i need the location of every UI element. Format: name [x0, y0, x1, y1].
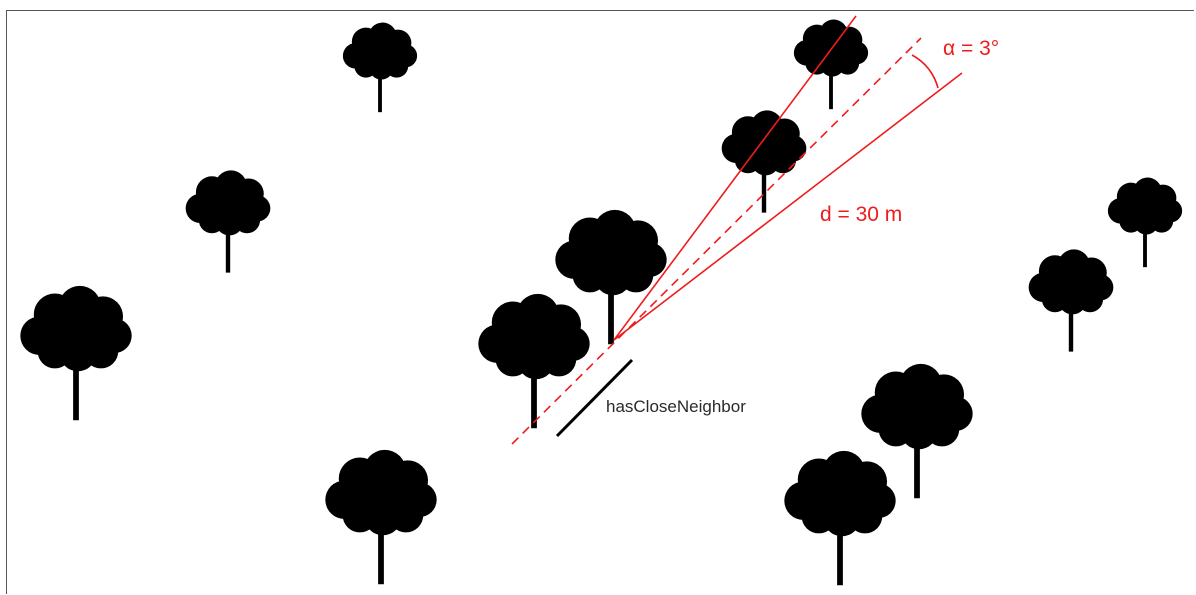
ray-center-dashed: [511, 37, 922, 445]
tree-icon: [185, 170, 271, 273]
tree-icon: [1107, 177, 1183, 268]
angle-arc: [911, 54, 939, 89]
tree-icon: [1028, 249, 1114, 352]
tree-icon: [721, 110, 807, 213]
relation-line: [555, 358, 634, 438]
distance-label: d = 30 m: [820, 203, 902, 226]
tree-icon: [325, 449, 437, 585]
tree-icon: [478, 293, 590, 429]
tree-icon: [20, 285, 132, 421]
ray-upper: [613, 15, 857, 341]
tree-icon: [784, 450, 896, 586]
ray-lower: [613, 72, 963, 341]
canvas-frame: [6, 10, 1194, 594]
tree-icon: [793, 19, 869, 110]
relation-label: hasCloseNeighbor: [606, 397, 746, 416]
alpha-label: α = 3°: [943, 37, 999, 60]
tree-icon: [342, 22, 418, 113]
